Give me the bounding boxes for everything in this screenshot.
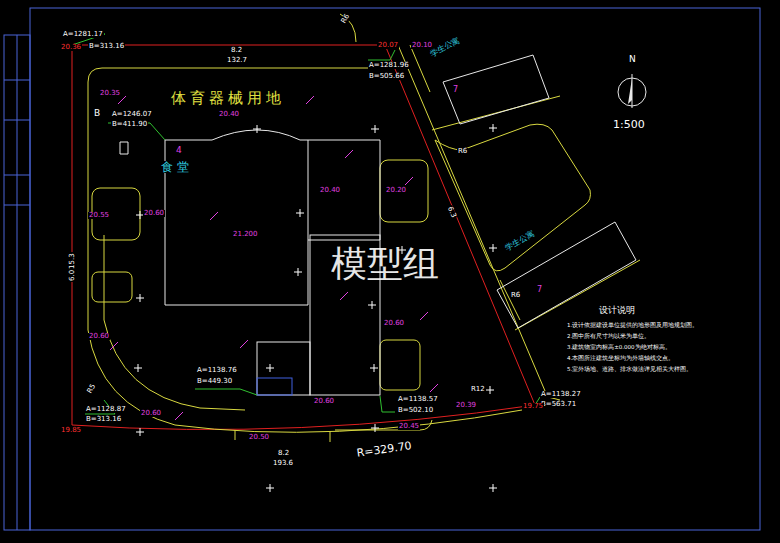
plan-label: 193.6 — [272, 460, 294, 467]
plan-label: 2.图中所有尺寸均以米为单位。 — [566, 334, 651, 340]
plan-label: 20.60 — [143, 210, 165, 217]
plan-label: 4 — [175, 146, 183, 155]
plan-label: R5 — [86, 382, 98, 395]
plan-label: 学生公寓 — [428, 36, 462, 59]
plan-label: R6 — [457, 148, 468, 155]
plan-label: 20.36 — [60, 44, 82, 51]
building-block: 7 — [440, 53, 552, 128]
plan-label: 20.40 — [218, 111, 240, 118]
plan-label: 20.60 — [88, 333, 110, 340]
plan-label: 8.2 — [277, 450, 290, 457]
plan-label: 1:500 — [612, 119, 646, 130]
building-outline — [495, 218, 638, 332]
building-number: 7 — [453, 86, 458, 94]
plan-label: 15.3 — [69, 252, 76, 270]
plan-label: 6.0 — [69, 269, 76, 282]
plan-label: R6 — [340, 12, 352, 25]
plan-label: 20.60 — [383, 320, 405, 327]
plan-label: 4.本图所注建筑坐标均为外墙轴线交点。 — [566, 356, 675, 362]
plan-label: 19.85 — [60, 427, 82, 434]
plan-label: 20.55 — [88, 212, 110, 219]
plan-label: 5.室外场地、道路、排水做法详见相关大样图。 — [566, 367, 693, 373]
building-block: 7 — [495, 218, 638, 332]
plan-label: N — [628, 55, 637, 64]
plan-label: 20.45 — [398, 423, 420, 430]
building-number: 7 — [537, 286, 542, 294]
plan-label: B=449.30 — [196, 378, 233, 385]
watermark: 模型组 — [330, 246, 440, 282]
plan-label: R=329.70 — [355, 440, 413, 459]
plan-label: R6 — [510, 292, 521, 299]
plan-label: A=1281.17 — [62, 31, 104, 38]
plan-label: B=313.16 — [88, 43, 125, 50]
plan-label: R12 — [470, 386, 486, 393]
plan-label: 20.60 — [313, 398, 335, 405]
plan-label: 20.35 — [99, 90, 121, 97]
plan-label: 132.7 — [226, 57, 248, 64]
plan-label: B=505.66 — [368, 73, 405, 80]
plan-label: 20.40 — [319, 187, 341, 194]
plan-label: 设计说明 — [598, 306, 636, 315]
plan-label: 6.3 — [446, 205, 458, 220]
plan-label: 3.建筑物室内标高±0.000为绝对标高。 — [566, 345, 672, 351]
plan-label: 20.07 — [377, 42, 399, 49]
plan-label: 学生公寓 — [503, 229, 536, 253]
plan-label: B=411.90 — [111, 121, 148, 128]
plan-label: 1.设计依据建设单位提供的地形图及用地规划图。 — [566, 323, 699, 329]
plan-label: 体育器械用地 — [170, 91, 286, 106]
plan-label: A=1138.27 — [540, 391, 582, 398]
plan-label: A=1281.96 — [368, 62, 410, 69]
plan-label: A=1138.57 — [397, 396, 439, 403]
plan-label: B=313.16 — [85, 416, 122, 423]
plan-label: 20.20 — [385, 187, 407, 194]
plan-label: B=563.71 — [540, 401, 577, 408]
plan-label: B — [93, 109, 101, 118]
plan-label: B=502.10 — [397, 407, 434, 414]
plan-label: 20.50 — [248, 434, 270, 441]
plan-label: 19.75 — [522, 403, 544, 410]
plan-label: 20.10 — [411, 42, 433, 49]
plan-label: A=1246.07 — [111, 111, 153, 118]
plan-label: 食堂 — [160, 161, 194, 173]
plan-label: 20.60 — [140, 410, 162, 417]
plan-label: 8.2 — [230, 47, 243, 54]
plan-label: A=1138.76 — [196, 367, 238, 374]
plan-label: A=1128.87 — [85, 406, 127, 413]
plan-label: 21.200 — [232, 231, 259, 238]
plan-label: 20.39 — [455, 402, 477, 409]
